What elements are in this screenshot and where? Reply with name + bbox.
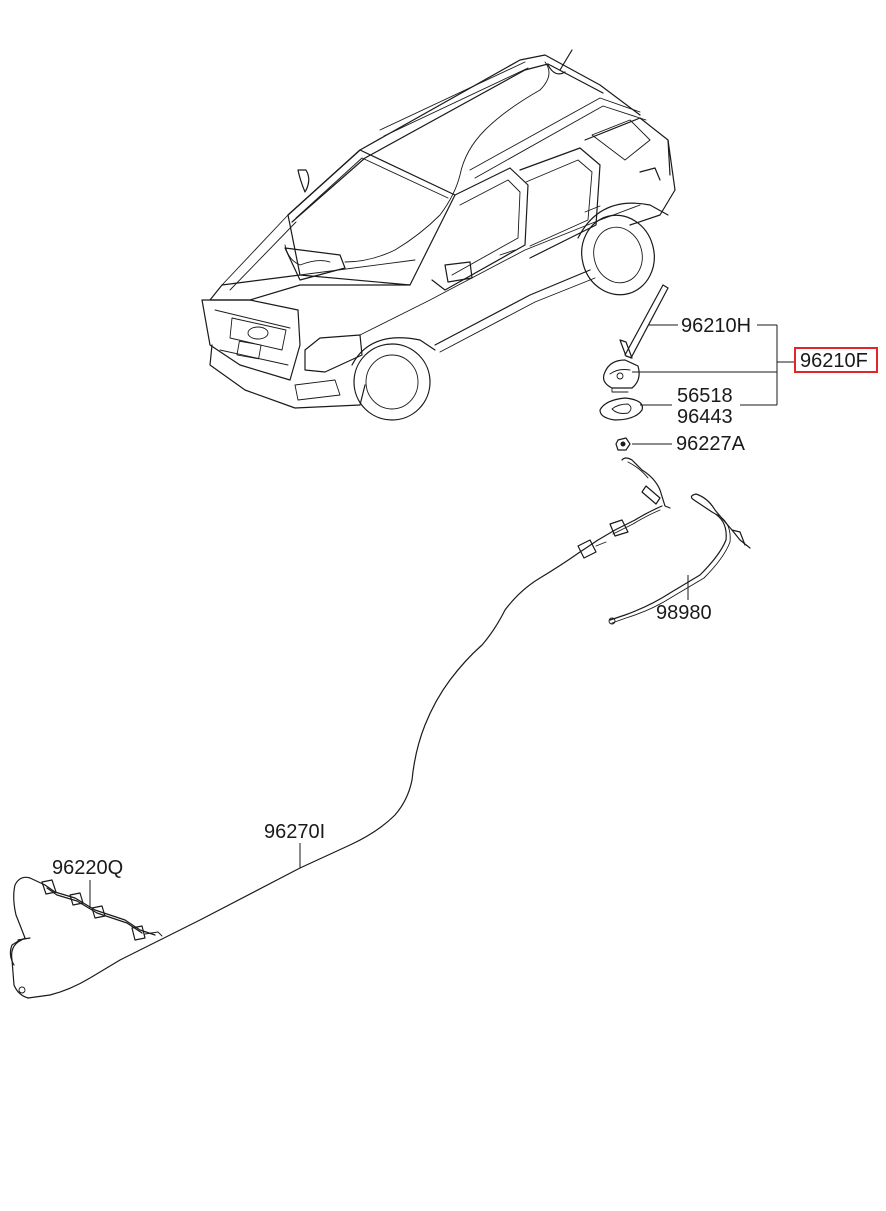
feeder-cable-drawing (9, 876, 163, 999)
antenna-rod-drawing (619, 284, 669, 359)
label-pad[interactable]: 56518 (677, 385, 733, 407)
label-antenna-assembly[interactable]: 96210F (800, 350, 868, 372)
gasket-drawing (599, 397, 643, 421)
label-nut[interactable]: 96227A (676, 433, 745, 455)
label-antenna-rod[interactable]: 96210H (681, 315, 752, 337)
antenna-base-drawing (602, 359, 640, 393)
main-cable-drawing (27, 457, 671, 999)
extension-cable-drawing (608, 493, 751, 625)
label-gasket[interactable]: 96443 (677, 406, 733, 428)
highlighted-part-antenna-assembly[interactable]: 96210F (794, 347, 878, 373)
label-main-cable[interactable]: 96270I (264, 821, 326, 843)
vehicle-illustration (201, 49, 676, 421)
label-extension-cable[interactable]: 98980 (656, 602, 712, 624)
nut-drawing (615, 437, 631, 451)
label-feeder-cable[interactable]: 96220Q (52, 857, 124, 879)
